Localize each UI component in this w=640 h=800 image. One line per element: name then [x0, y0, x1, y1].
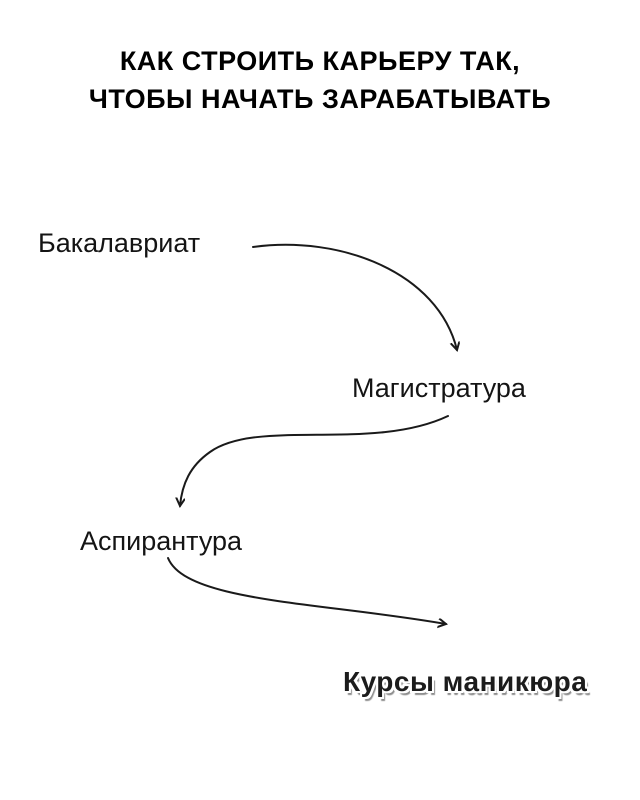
arrow-master-to-postgrad	[180, 415, 449, 506]
page-title: КАК СТРОИТЬ КАРЬЕРУ ТАК, ЧТОБЫ НАЧАТЬ ЗА…	[0, 42, 640, 118]
node-master: Магистратура	[352, 373, 526, 403]
arrow-bachelor-to-master	[252, 243, 457, 350]
node-postgrad: Аспирантура	[80, 526, 243, 556]
node-bachelor: Бакалавриат	[38, 228, 201, 258]
title-line-1: КАК СТРОИТЬ КАРЬЕРУ ТАК,	[119, 46, 521, 76]
node-manicure: Курсы маникюра	[343, 666, 588, 697]
title-line-2: ЧТОБЫ НАЧАТЬ ЗАРАБАТЫВАТЬ	[88, 84, 552, 114]
arrow-postgrad-to-manicure	[167, 557, 446, 624]
